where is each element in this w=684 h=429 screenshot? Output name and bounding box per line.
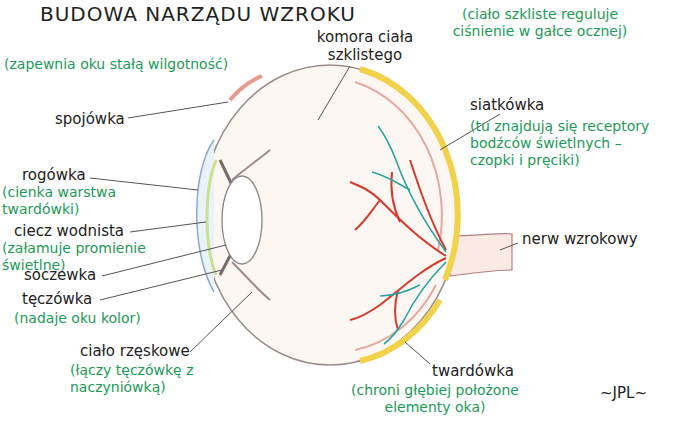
signature: ~JPL~ [600, 384, 647, 402]
part-label: twardówka [432, 362, 514, 380]
note: (tu znajdują się receptory bodźców świet… [470, 118, 655, 168]
title: BUDOWA NARZĄDU WZROKU [40, 2, 356, 26]
retina-line [355, 82, 442, 350]
cornea [197, 140, 214, 292]
aqueous-humour [207, 160, 216, 275]
note: (chroni głębiej położone elementy oka) [320, 382, 550, 416]
sclera-band [360, 69, 458, 361]
part-label: tęczówka [22, 290, 92, 308]
part-label: siatkówka [470, 96, 544, 114]
part-label: nerw wzrokowy [522, 230, 638, 248]
part-label: rogówka [22, 166, 86, 184]
part-label: soczewka [24, 266, 96, 284]
retina-vessels-red [350, 160, 446, 330]
note: (nadaje oku kolor) [14, 310, 141, 327]
part-label: komora ciała szklistego [300, 28, 430, 64]
part-label: spojówka [55, 110, 125, 128]
part-label: ciecz wodnista [14, 222, 124, 240]
ciliary-body [232, 150, 270, 300]
leader-lines [90, 66, 518, 364]
part-label: ciało rzęskowe [80, 342, 190, 360]
eyeball [202, 65, 458, 365]
conjunctiva [230, 76, 262, 100]
lens [222, 176, 262, 264]
note: (łączy tęczówkę z naczyniówką) [70, 362, 260, 396]
note: (ciało szkliste reguluje ciśnienie w gał… [440, 6, 640, 40]
note: (zapewnia oku stałą wilgotność) [4, 56, 228, 73]
retina-vessels-teal [372, 126, 446, 344]
note: (cienka warstwa twardówki) [2, 184, 167, 218]
